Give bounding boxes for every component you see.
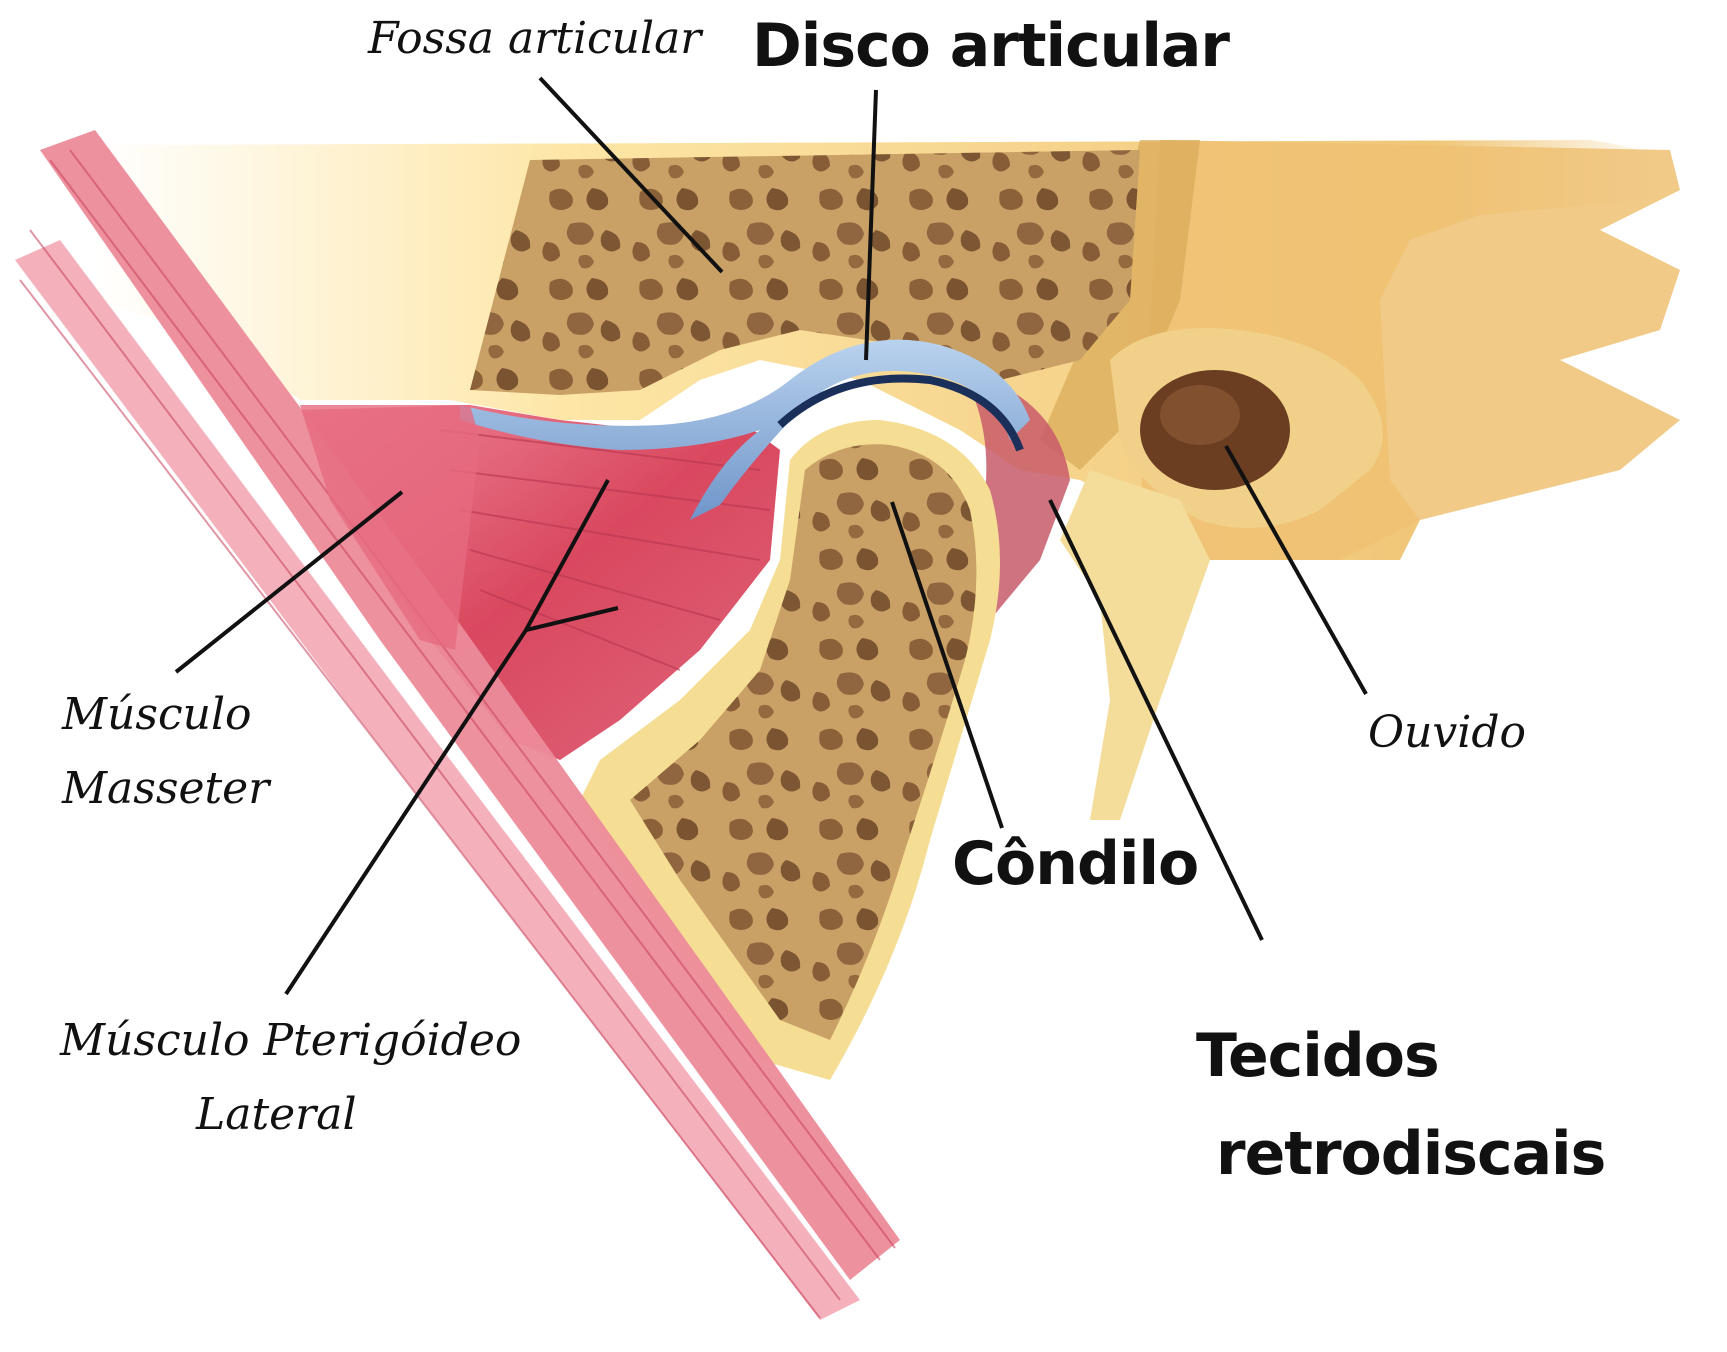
leader-ouvido	[1226, 446, 1366, 694]
label-musculo-masseter-2: Masseter	[62, 764, 269, 815]
label-fossa-articular: Fossa articular	[368, 14, 701, 65]
leader-disco-articular	[866, 90, 876, 360]
label-disco-articular: Disco articular	[752, 12, 1229, 81]
label-ouvido: Ouvido	[1368, 708, 1526, 759]
leader-masseter	[176, 492, 402, 672]
label-musculo-pterigoideo-1: Músculo Pterigóideo	[60, 1016, 521, 1067]
leader-fossa-articular	[540, 78, 722, 272]
label-tecidos-2: retrodiscais	[1216, 1120, 1605, 1189]
leader-condilo	[892, 502, 1002, 828]
leader-pterigoideo	[286, 608, 618, 994]
label-musculo-masseter-1: Músculo	[62, 690, 252, 741]
label-tecidos-1: Tecidos	[1196, 1022, 1439, 1091]
label-musculo-pterigoideo-2: Lateral	[196, 1090, 357, 1141]
leader-pterigoideo-branch	[526, 480, 608, 630]
label-condilo: Côndilo	[952, 830, 1198, 899]
